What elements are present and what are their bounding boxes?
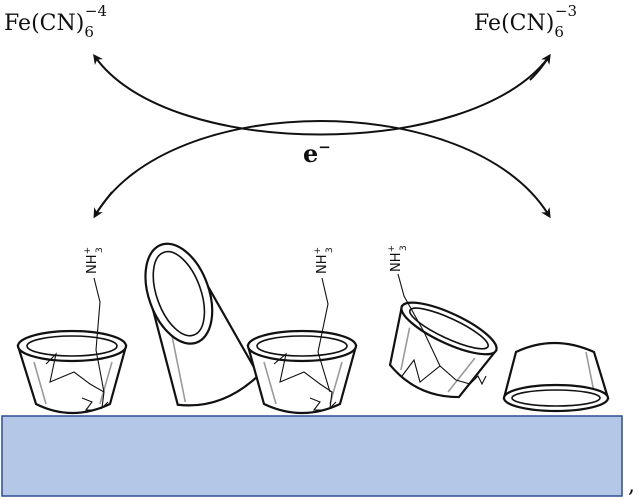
svg-text:NH+3: NH+3	[83, 247, 105, 274]
electron-transfer-arrow-lower	[95, 120, 551, 219]
amine-chain-4	[401, 358, 487, 386]
cyclodextrin-cup-1	[16, 277, 128, 414]
cyclodextrin-cup-3	[246, 277, 358, 415]
lower-arrow-left-tip	[93, 191, 113, 219]
electrode-surface	[1, 415, 623, 497]
amine-chain-1	[93, 277, 105, 393]
svg-text:NH+3: NH+3	[313, 247, 335, 274]
trailing-comma: ,	[628, 473, 635, 498]
amine-chain-4-tail	[397, 273, 441, 367]
cyclodextrin-cup-4	[388, 301, 498, 399]
cyclodextrin-cup-2	[144, 242, 260, 407]
oxidation-arrow-upper	[93, 53, 549, 136]
upper-arrow-right-tip	[529, 53, 551, 81]
amine-chain-3	[317, 277, 331, 393]
cyclodextrin-cup-5	[502, 341, 610, 413]
ammonium-label-4: NH+3	[387, 245, 409, 272]
electron-label: e−	[303, 138, 331, 168]
ferrocyanide-label: Fe(CN)6−4	[4, 2, 107, 41]
ammonium-label-3: NH+3	[313, 247, 335, 274]
ammonium-label-1: NH+3	[83, 247, 105, 274]
svg-text:NH+3: NH+3	[387, 245, 409, 272]
ferricyanide-label: Fe(CN)6−3	[474, 2, 577, 41]
